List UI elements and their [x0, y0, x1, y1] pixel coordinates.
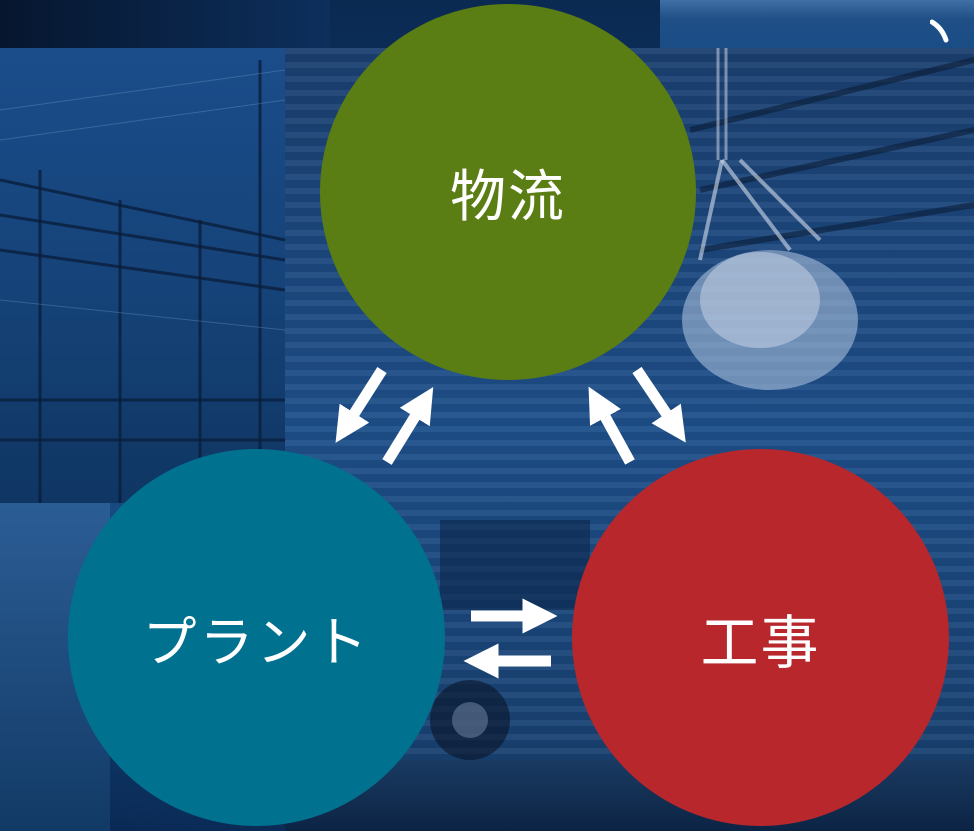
- arrow-construction-to-logistics: [588, 386, 635, 465]
- node-plant-label: プラント: [142, 611, 371, 674]
- node-logistics: 物流: [320, 4, 696, 380]
- background-photo-top-left: [0, 0, 330, 48]
- background-photo-power-lines: [0, 48, 285, 503]
- background-photo-top-right: [660, 0, 974, 48]
- arrow-plant-to-logistics: [382, 387, 434, 465]
- arrow-logistics-to-plant: [335, 367, 387, 443]
- arrow-logistics-to-construction: [632, 366, 686, 443]
- corner-mark-icon: [930, 19, 949, 43]
- node-construction-label: 工事: [700, 608, 821, 677]
- node-plant: プラント: [68, 449, 445, 826]
- node-logistics-label: 物流: [450, 164, 566, 230]
- node-construction: 工事: [572, 449, 949, 826]
